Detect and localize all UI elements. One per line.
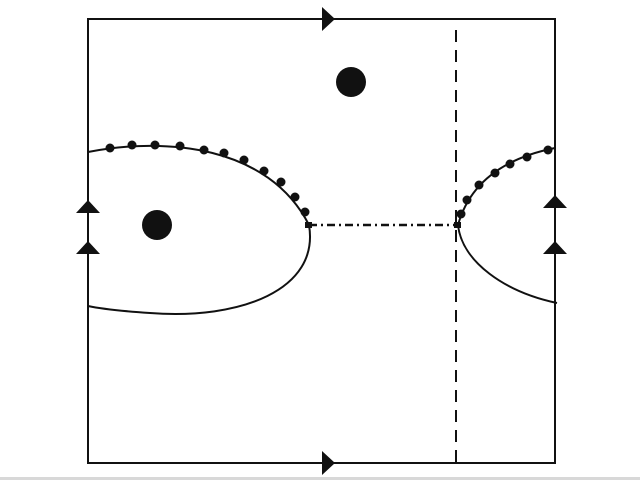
marker-dot — [199, 145, 209, 155]
marker-dot — [462, 195, 472, 205]
right-curve-markers — [456, 145, 553, 219]
curve-right — [456, 147, 558, 304]
bottom-border — [0, 477, 640, 480]
left-up-arrow-icon-2 — [76, 241, 100, 254]
filled-dot-left — [142, 210, 172, 240]
segment-end-marker-left — [305, 222, 312, 228]
left-up-arrow-icon-1 — [76, 200, 100, 213]
filled-dot-top — [336, 67, 366, 97]
left-curve-markers — [105, 140, 310, 217]
right-up-arrow-icon-2 — [543, 241, 567, 254]
curve-left — [87, 144, 312, 315]
marker-dot — [239, 155, 249, 165]
marker-dot — [474, 180, 484, 190]
marker-dot — [490, 168, 500, 178]
marker-dot — [219, 148, 229, 158]
bottom-arrow-icon — [322, 451, 335, 475]
marker-dot — [276, 177, 286, 187]
marker-dot — [175, 141, 185, 151]
segment-end-marker-right — [454, 222, 461, 228]
square-boundary — [87, 18, 556, 464]
marker-dot — [456, 209, 466, 219]
top-arrow-icon — [322, 7, 335, 31]
marker-dot — [300, 207, 310, 217]
right-up-arrow-icon-1 — [543, 195, 567, 208]
marker-dot — [543, 145, 553, 155]
marker-dot — [105, 143, 115, 153]
marker-dot — [290, 192, 300, 202]
marker-dot — [150, 140, 160, 150]
marker-dot — [505, 159, 515, 169]
marker-dot — [259, 166, 269, 176]
marker-dot — [522, 152, 532, 162]
marker-dot — [127, 140, 137, 150]
